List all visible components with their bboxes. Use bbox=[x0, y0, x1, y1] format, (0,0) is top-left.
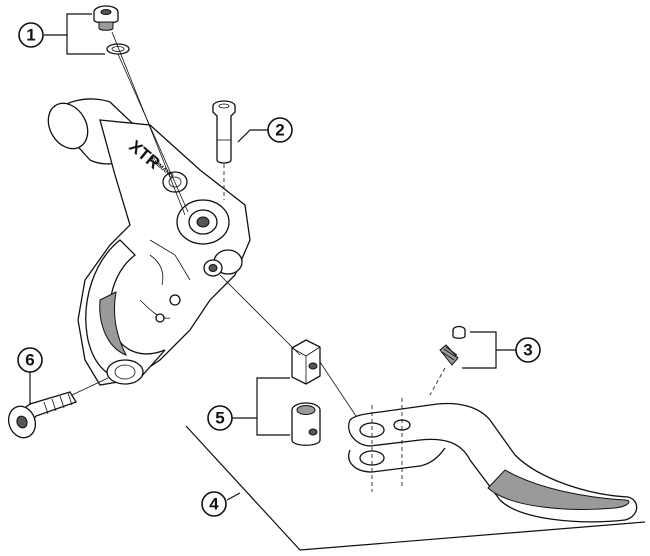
callout-3: 3 bbox=[515, 337, 541, 363]
callout-5: 5 bbox=[207, 405, 233, 431]
leader-lines bbox=[29, 13, 646, 551]
part-3-screws bbox=[429, 325, 466, 396]
callout-4: 4 bbox=[201, 491, 227, 517]
part-6-clamp-bolt bbox=[7, 377, 109, 439]
part-4-lever-blade bbox=[348, 398, 638, 523]
callout-1: 1 bbox=[18, 22, 44, 48]
callout-3-label: 3 bbox=[523, 341, 532, 360]
lever-body: XTR SHIMANO bbox=[47, 98, 251, 386]
part-5-adjuster bbox=[219, 274, 363, 446]
callout-4-label: 4 bbox=[209, 495, 219, 514]
callout-6: 6 bbox=[17, 347, 43, 373]
callout-2-label: 2 bbox=[275, 121, 284, 140]
callout-1-label: 1 bbox=[26, 26, 35, 45]
callout-6-label: 6 bbox=[25, 351, 34, 370]
part-1-bleed-screw bbox=[93, 5, 189, 216]
callout-2: 2 bbox=[267, 117, 293, 143]
part-2-pin bbox=[212, 100, 236, 200]
callout-5-label: 5 bbox=[215, 409, 224, 428]
